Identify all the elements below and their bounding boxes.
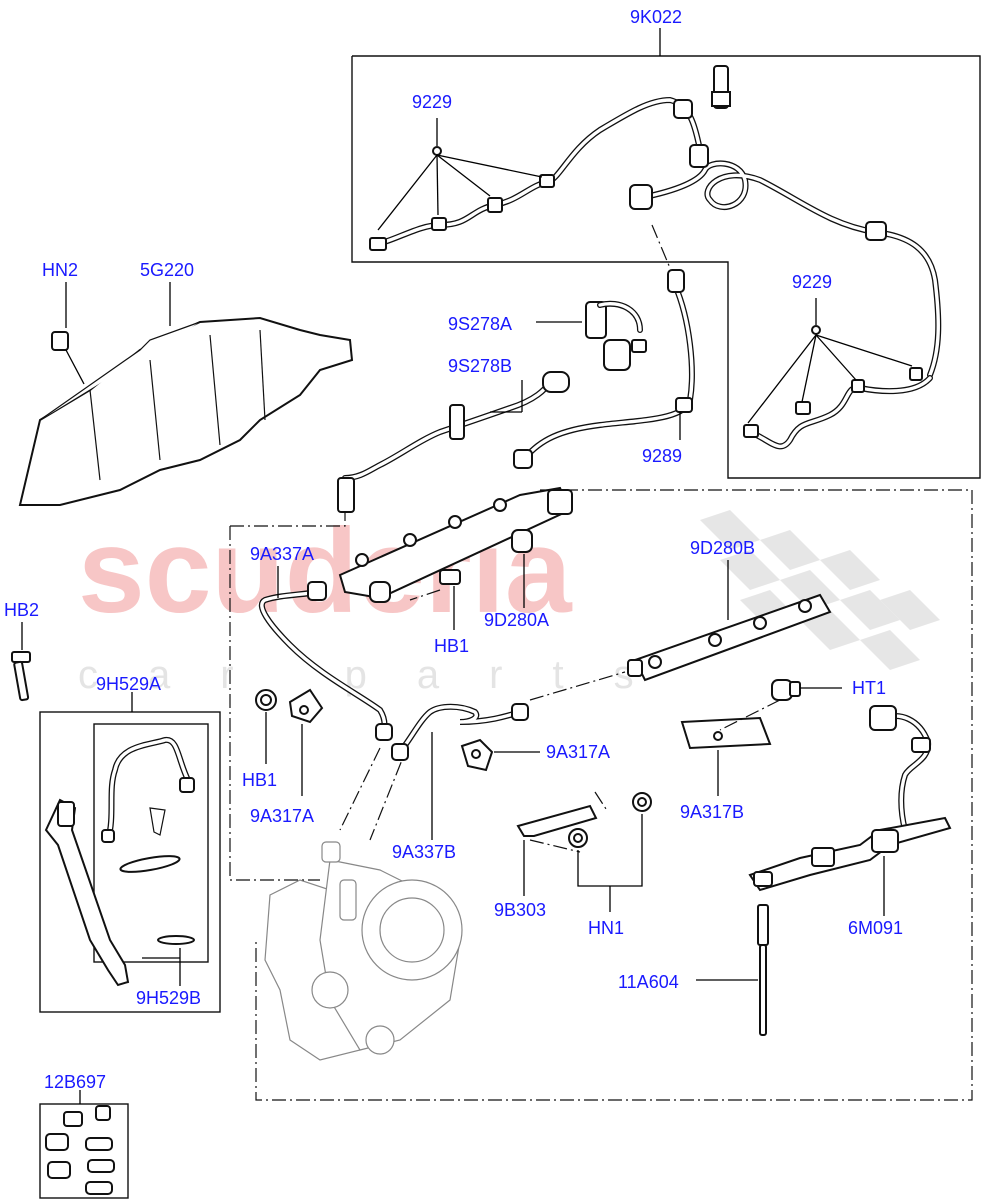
leader-hn1 — [577, 814, 643, 887]
nuts-hn1 — [568, 792, 652, 848]
caps-12b697 — [45, 1105, 115, 1195]
dash-link-hose — [651, 224, 671, 269]
label-9a317a-b: 9A317A — [250, 806, 314, 826]
label-11a604: 11A604 — [618, 972, 679, 992]
sensor-9s278a — [585, 300, 647, 371]
injector — [44, 798, 130, 987]
label-hb2: HB2 — [4, 600, 39, 620]
pipe-9a337a — [258, 581, 393, 741]
leader-hn2-b — [65, 349, 85, 385]
label-hb1-a: HB1 — [434, 636, 469, 656]
kit-9h529a-box — [39, 711, 221, 1013]
label-9b303: 9B303 — [494, 900, 546, 920]
label-6m091: 6M091 — [848, 918, 903, 938]
rail-9d280a — [338, 486, 573, 603]
label-hb1-b: HB1 — [242, 770, 277, 790]
dash-9b303 — [594, 791, 609, 813]
bolt-hb2 — [11, 651, 31, 702]
injector-leak-pipe — [101, 737, 195, 945]
kit-9k022-box — [351, 55, 981, 479]
hose-9289 — [513, 269, 695, 469]
label-9a317a-a: 9A317A — [546, 742, 610, 762]
pipe-9s278b — [337, 371, 570, 513]
heat-shield-5g220 — [18, 316, 354, 506]
label-9a317b: 9A317B — [680, 802, 744, 822]
fuel-pump — [264, 841, 463, 1061]
leaders-9229 — [377, 118, 913, 424]
pump-group-dash-outline — [229, 489, 973, 1101]
pipe-9a337b — [391, 703, 529, 761]
label-12b697: 12B697 — [44, 1072, 106, 1092]
label-ht1: HT1 — [852, 678, 886, 698]
label-9s278a: 9S278A — [448, 314, 512, 334]
dash-9b303b — [529, 839, 581, 853]
part-labels: 9K022 9229 9229 HN2 5G220 9S278A 9S278B … — [4, 7, 903, 1092]
label-9229-b: 9229 — [792, 272, 832, 292]
label-9a337b: 9A337B — [392, 842, 456, 862]
label-5g220: 5G220 — [140, 260, 194, 280]
label-9289: 9289 — [642, 446, 682, 466]
label-9s278b: 9S278B — [448, 356, 512, 376]
rail-9d280b — [627, 593, 832, 682]
return-hose-upper — [369, 65, 942, 450]
dash-ht1 — [719, 699, 781, 731]
clamp-9a317b — [680, 716, 772, 750]
bolt-hb1-b — [255, 689, 277, 711]
clamp-9a317a-a — [460, 738, 494, 772]
label-9a337a: 9A337A — [250, 544, 314, 564]
label-9d280a: 9D280A — [484, 610, 549, 630]
bracket-9b303 — [516, 804, 598, 837]
clamp-9a317a-b — [288, 688, 324, 724]
label-hn1: HN1 — [588, 918, 624, 938]
kit-12b697-box — [39, 1103, 129, 1199]
label-hn2: HN2 — [42, 260, 78, 280]
label-9k022: 9K022 — [630, 7, 682, 27]
harness-6m091 — [748, 705, 952, 892]
label-9229-a: 9229 — [412, 92, 452, 112]
label-9d280b: 9D280B — [690, 538, 755, 558]
label-9h529b: 9H529B — [136, 988, 201, 1008]
screw-ht1 — [771, 679, 801, 701]
label-9h529a: 9H529A — [96, 674, 161, 694]
glowplug-11a604 — [757, 904, 769, 1036]
watermark-sub: car parts — [78, 653, 684, 697]
